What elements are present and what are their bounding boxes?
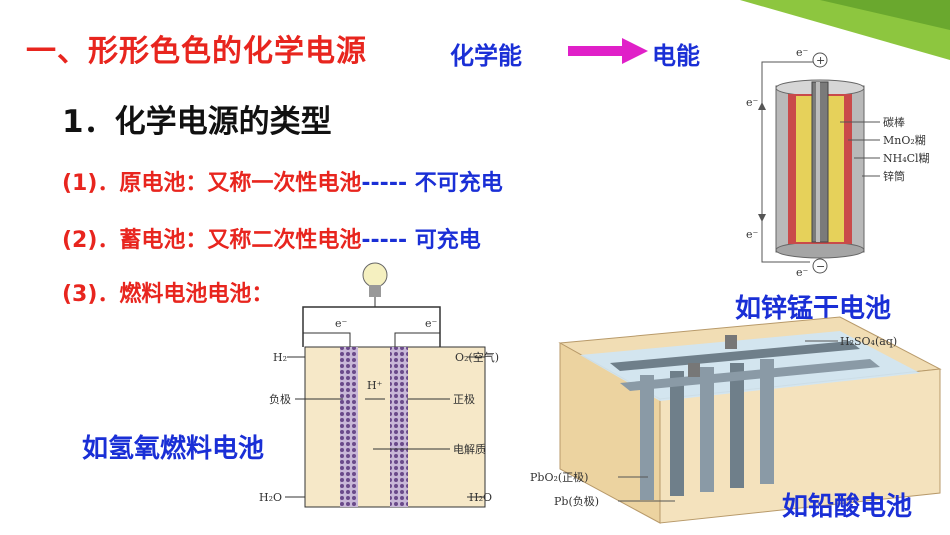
dry-cell-caption: 如锌锰干电池: [735, 294, 892, 324]
label-zinc-can: 锌筒: [883, 169, 905, 183]
section-heading: 1．化学电源的类型: [62, 104, 332, 140]
electron-label-side: e⁻: [746, 96, 759, 109]
fuel-cell-caption: 如氢氧燃料电池: [82, 434, 265, 464]
electron-label-lower: e⁻: [746, 228, 759, 241]
label-nh4cl: NH₄Cl糊: [883, 151, 930, 165]
electron-label-top: e⁻: [796, 46, 809, 59]
label-h2: H₂: [273, 351, 287, 364]
item-dash: -----: [361, 171, 408, 196]
item-note: 不可充电: [414, 171, 503, 196]
item-dash: -----: [361, 228, 408, 253]
energy-from: 化学能: [450, 42, 522, 70]
electron-label-bottom: e⁻: [796, 266, 809, 279]
label-mno2: MnO₂糊: [883, 133, 926, 147]
label-acid: H₂SO₄(aq): [840, 335, 897, 348]
item-label: (1)．原电池：又称一次性电池: [62, 171, 362, 196]
fuel-cell-diagram: e⁻ e⁻ H₂ O₂(空气) 负极 H⁺ 正极 电解质 H₂O H₂O: [259, 262, 499, 508]
item-label: (2)．蓄电池：又称二次性电池: [62, 228, 362, 253]
dry-cell-diagram: e⁻ e⁻ e⁻ e⁻ + − 碳棒 MnO₂糊 NH₄Cl糊 锌筒: [746, 46, 930, 279]
list-item-fuel: (3)．燃料电池电池：: [62, 276, 273, 308]
energy-arrow-icon: [568, 38, 648, 64]
label-pb: Pb(负极): [554, 494, 599, 508]
electron-right: e⁻: [425, 317, 438, 330]
energy-to: 电能: [652, 42, 700, 70]
list-item-secondary: (2)．蓄电池：又称二次性电池----- 可充电: [62, 222, 481, 254]
label-hplus: H⁺: [367, 379, 383, 392]
lead-acid-caption: 如铅酸电池: [782, 492, 913, 522]
label-carbon-rod: 碳棒: [883, 115, 905, 129]
label-positive: 正极: [453, 392, 475, 406]
electron-left: e⁻: [335, 317, 348, 330]
lead-acid-diagram: H₂SO₄(aq) PbO₂(正极) Pb(负极): [530, 316, 942, 524]
list-item-primary: (1)．原电池：又称一次性电池----- 不可充电: [62, 165, 503, 197]
label-electrolyte: 电解质: [453, 442, 486, 456]
slide-title: 一、形形色色的化学电源: [26, 34, 367, 69]
label-h2o-left: H₂O: [259, 491, 282, 504]
label-pbo2: PbO₂(正极): [530, 470, 588, 484]
item-note: 可充电: [414, 228, 481, 253]
minus-terminal: −: [816, 260, 825, 273]
item-label: (3)．燃料电池电池：: [62, 282, 274, 307]
corner-decoration: [740, 0, 950, 60]
label-negative: 负极: [269, 392, 291, 406]
plus-terminal: +: [816, 54, 825, 67]
